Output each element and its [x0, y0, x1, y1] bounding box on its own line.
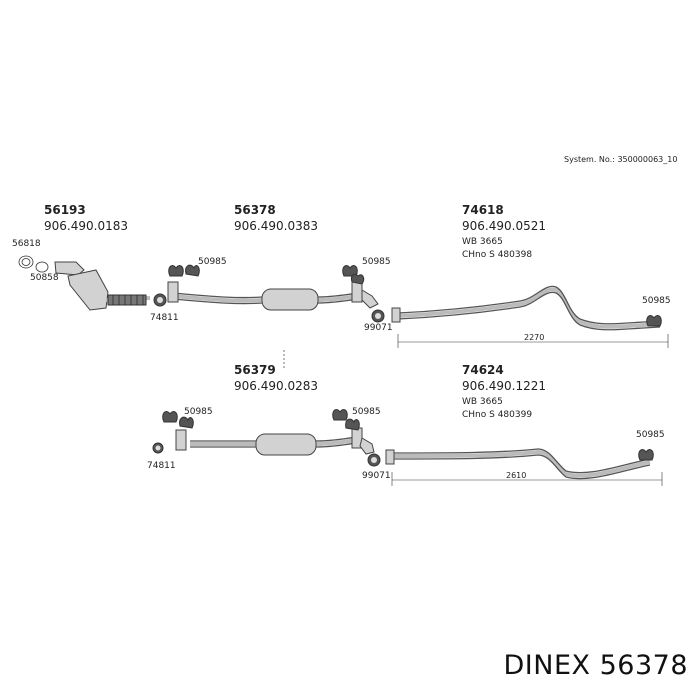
mid-top-part-number: 56378 [234, 203, 276, 217]
label-clamp-cat: 50858 [30, 273, 59, 283]
dimension-line-top [397, 334, 669, 348]
brand-footer: DINEX 56378 [504, 650, 688, 681]
clamp-icon [35, 261, 49, 273]
rear-bottom-wheelbase: WB 3665 [462, 397, 503, 407]
hanger-icon [342, 265, 365, 285]
system-number: System. No.: 350000063_10 [564, 155, 677, 164]
middle-silencer [261, 288, 319, 311]
label-clamp-rear-bottom: 99071 [362, 471, 391, 481]
rear-bottom-part-number: 74624 [462, 363, 504, 377]
rear-top-wheelbase: WB 3665 [462, 237, 503, 247]
mid-bottom-oe-number: 906.490.0283 [234, 379, 318, 393]
ring-gasket-icon [18, 255, 34, 269]
catalytic-converter [18, 255, 151, 311]
middle-muffler-bottom [175, 427, 375, 456]
hanger-icon [646, 315, 662, 327]
rear-top-chassis: CHno S 480398 [462, 250, 532, 260]
rear-pipe-top [391, 285, 661, 331]
hanger-icon [638, 449, 654, 461]
clamp-74811-top [153, 293, 167, 307]
label-hanger-top-left: 50985 [198, 257, 227, 267]
label-hanger-bottom-left: 50985 [184, 407, 213, 417]
label-ring: 56818 [12, 239, 41, 249]
cat-oe-number: 906.490.0183 [44, 219, 128, 233]
label-hanger-rear-top: 50985 [642, 296, 671, 306]
label-hanger-rear-bottom: 50985 [636, 430, 665, 440]
label-clamp-rear-top: 99071 [364, 323, 393, 333]
clamp-99071-top [371, 309, 385, 323]
dimension-top: 2270 [524, 333, 544, 342]
rear-bottom-chassis: CHno S 480399 [462, 410, 532, 420]
label-hanger-bottom-right: 50985 [352, 407, 381, 417]
clamp-99071-bottom [367, 453, 381, 467]
mid-bottom-part-number: 56379 [234, 363, 276, 377]
hanger-icon [168, 264, 200, 277]
rear-top-oe-number: 906.490.0521 [462, 219, 546, 233]
middle-silencer [255, 433, 317, 456]
dimension-line-bottom [391, 472, 663, 486]
label-hanger-top-right: 50985 [362, 257, 391, 267]
rear-top-part-number: 74618 [462, 203, 504, 217]
hanger-icon [332, 409, 360, 431]
hanger-icon [162, 411, 194, 429]
flex-pipe [107, 294, 147, 306]
converter-body [67, 269, 109, 311]
label-clamp-front-top: 74811 [150, 313, 179, 323]
middle-muffler-top [167, 281, 379, 311]
label-clamp-front-bottom: 74811 [147, 461, 176, 471]
clamp-74811-bottom [152, 442, 164, 454]
rear-pipe-bottom [385, 448, 651, 480]
rear-bottom-oe-number: 906.490.1221 [462, 379, 546, 393]
cat-part-number: 56193 [44, 203, 86, 217]
mid-top-oe-number: 906.490.0383 [234, 219, 318, 233]
dimension-bottom: 2610 [506, 471, 526, 480]
